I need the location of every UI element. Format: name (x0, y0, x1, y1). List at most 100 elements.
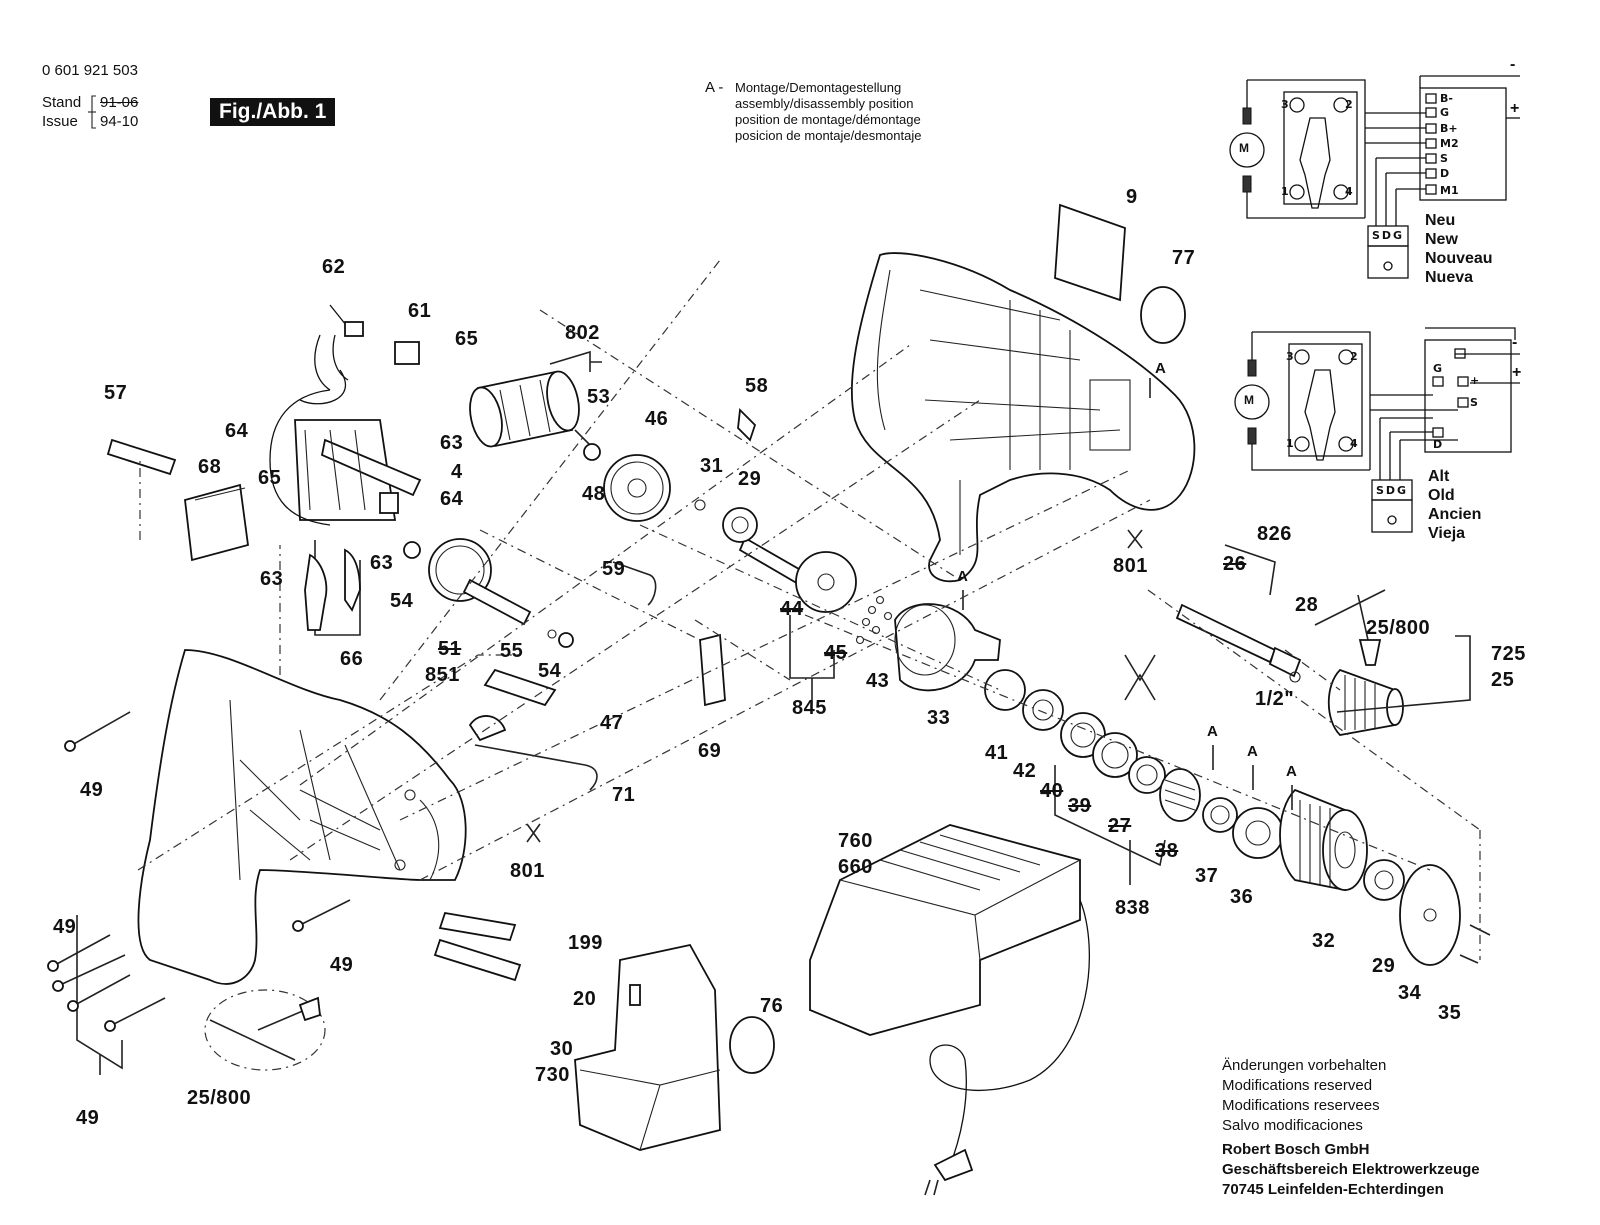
gear-51 (428, 538, 532, 626)
sdg-new: SDG (1372, 229, 1405, 242)
callout-20: 20 (573, 988, 597, 1010)
callout-48: 48 (582, 483, 606, 505)
callout-49d: 49 (76, 1107, 100, 1129)
figure-label: Fig./Abb. 1 (210, 98, 336, 126)
symbol-x (1124, 654, 1156, 701)
assembly-line-en: assembly/disassembly position (735, 96, 914, 111)
callout-59: 59 (602, 558, 626, 580)
callout-55: 55 (500, 640, 524, 662)
pin-d-old: D (1433, 438, 1443, 451)
terminal-2-old: 2 (1350, 350, 1358, 363)
battery-pack-68 (184, 483, 249, 562)
callout-76: 76 (760, 995, 784, 1017)
marker-a5: A (1155, 360, 1166, 377)
callout-58: 58 (745, 375, 769, 397)
callout-34: 34 (1398, 982, 1422, 1004)
gear-46 (603, 454, 671, 522)
callout-40: 40 (1040, 780, 1064, 802)
callout-801a: 801 (1113, 555, 1148, 577)
clutch-parts (984, 669, 1284, 859)
callout-36: 36 (1230, 886, 1254, 908)
callout-64a: 64 (225, 420, 249, 442)
legend-vieja: Vieja (1428, 525, 1466, 542)
new-minus: - (1510, 56, 1516, 73)
pin-b-minus: B- (1440, 92, 1453, 105)
callout-62: 62 (322, 256, 346, 278)
callout-730: 730 (535, 1064, 570, 1086)
callout-32: 32 (1312, 930, 1336, 952)
callout-29b: 29 (1372, 955, 1396, 977)
callout-9: 9 (1126, 186, 1138, 208)
symbol-801b (526, 823, 541, 843)
legend-neu: Neu (1425, 212, 1456, 229)
callout-29a: 29 (738, 468, 762, 490)
ring-77 (1140, 286, 1186, 344)
callout-half-inch: 1/2" (1255, 688, 1295, 710)
marker-a4: A (1286, 763, 1297, 780)
callout-64b: 64 (440, 488, 464, 510)
bracket-69 (699, 633, 726, 707)
callout-63c: 63 (370, 552, 394, 574)
marker-a1: A (957, 568, 968, 585)
symbol-801a (1127, 529, 1143, 549)
motor (469, 370, 591, 448)
callout-44: 44 (780, 598, 804, 620)
pin-g-new: G (1440, 106, 1450, 119)
old-plus: + (1512, 364, 1522, 381)
wiring-diagram-new (1229, 75, 1520, 279)
spindle-26 (1175, 603, 1302, 678)
bracket-838 (1054, 765, 1166, 885)
callout-851: 851 (425, 664, 460, 686)
part-number: 0 601 921 503 (42, 62, 138, 79)
legend-new: New (1425, 231, 1458, 248)
callout-65b: 65 (258, 467, 282, 489)
callout-28: 28 (1295, 594, 1319, 616)
callout-49c: 49 (330, 954, 354, 976)
callout-61: 61 (408, 300, 432, 322)
pin-g-old: G (1433, 362, 1443, 375)
callout-35: 35 (1438, 1002, 1462, 1024)
assembly-line-es: posicion de montaje/desmontaje (735, 128, 922, 143)
issue-label: Issue (42, 113, 78, 130)
gear-housing-33 (894, 603, 1001, 692)
callout-43: 43 (866, 670, 890, 692)
chuck-25 (1327, 668, 1404, 736)
sdg-old: SDG (1376, 484, 1409, 497)
pin-s-old: S (1470, 396, 1478, 409)
company-name: Robert Bosch GmbH (1222, 1141, 1370, 1158)
pin-s-new: S (1440, 152, 1448, 165)
callout-801b: 801 (510, 860, 545, 882)
callout-725: 725 (1491, 643, 1526, 665)
housing-left-half (137, 649, 467, 985)
callout-54b: 54 (538, 660, 562, 682)
pcb-47 (483, 668, 557, 707)
callout-802: 802 (565, 322, 600, 344)
motor-old-label: M (1244, 393, 1254, 407)
callout-27: 27 (1108, 815, 1132, 837)
callout-660: 660 (838, 856, 873, 878)
callout-68: 68 (198, 456, 222, 478)
callout-30: 30 (550, 1038, 574, 1060)
bracket-725 (1336, 635, 1471, 713)
ring-76 (729, 1016, 775, 1074)
callout-25: 25 (1491, 669, 1515, 691)
assembly-line-de: Montage/Demontagestellung (735, 80, 902, 95)
callout-49b: 49 (53, 916, 77, 938)
switch-assembly (269, 369, 422, 631)
pin-m2: M2 (1440, 137, 1459, 150)
callout-26: 26 (1223, 553, 1247, 575)
note-en: Modifications reserved (1222, 1077, 1373, 1094)
bracket-49 (76, 915, 123, 1075)
washer-48 (583, 443, 601, 461)
new-plus: + (1510, 100, 1520, 117)
legend-nueva: Nueva (1425, 269, 1474, 286)
label-199 (438, 911, 517, 942)
callout-37: 37 (1195, 865, 1219, 887)
callout-4: 4 (451, 461, 463, 483)
clip-58 (737, 408, 757, 442)
callout-199: 199 (568, 932, 603, 954)
callout-838: 838 (1115, 897, 1150, 919)
legend-ancien: Ancien (1428, 506, 1482, 523)
note-fr: Modifications reservees (1222, 1097, 1380, 1114)
wiring-diagram-old (1234, 327, 1520, 533)
